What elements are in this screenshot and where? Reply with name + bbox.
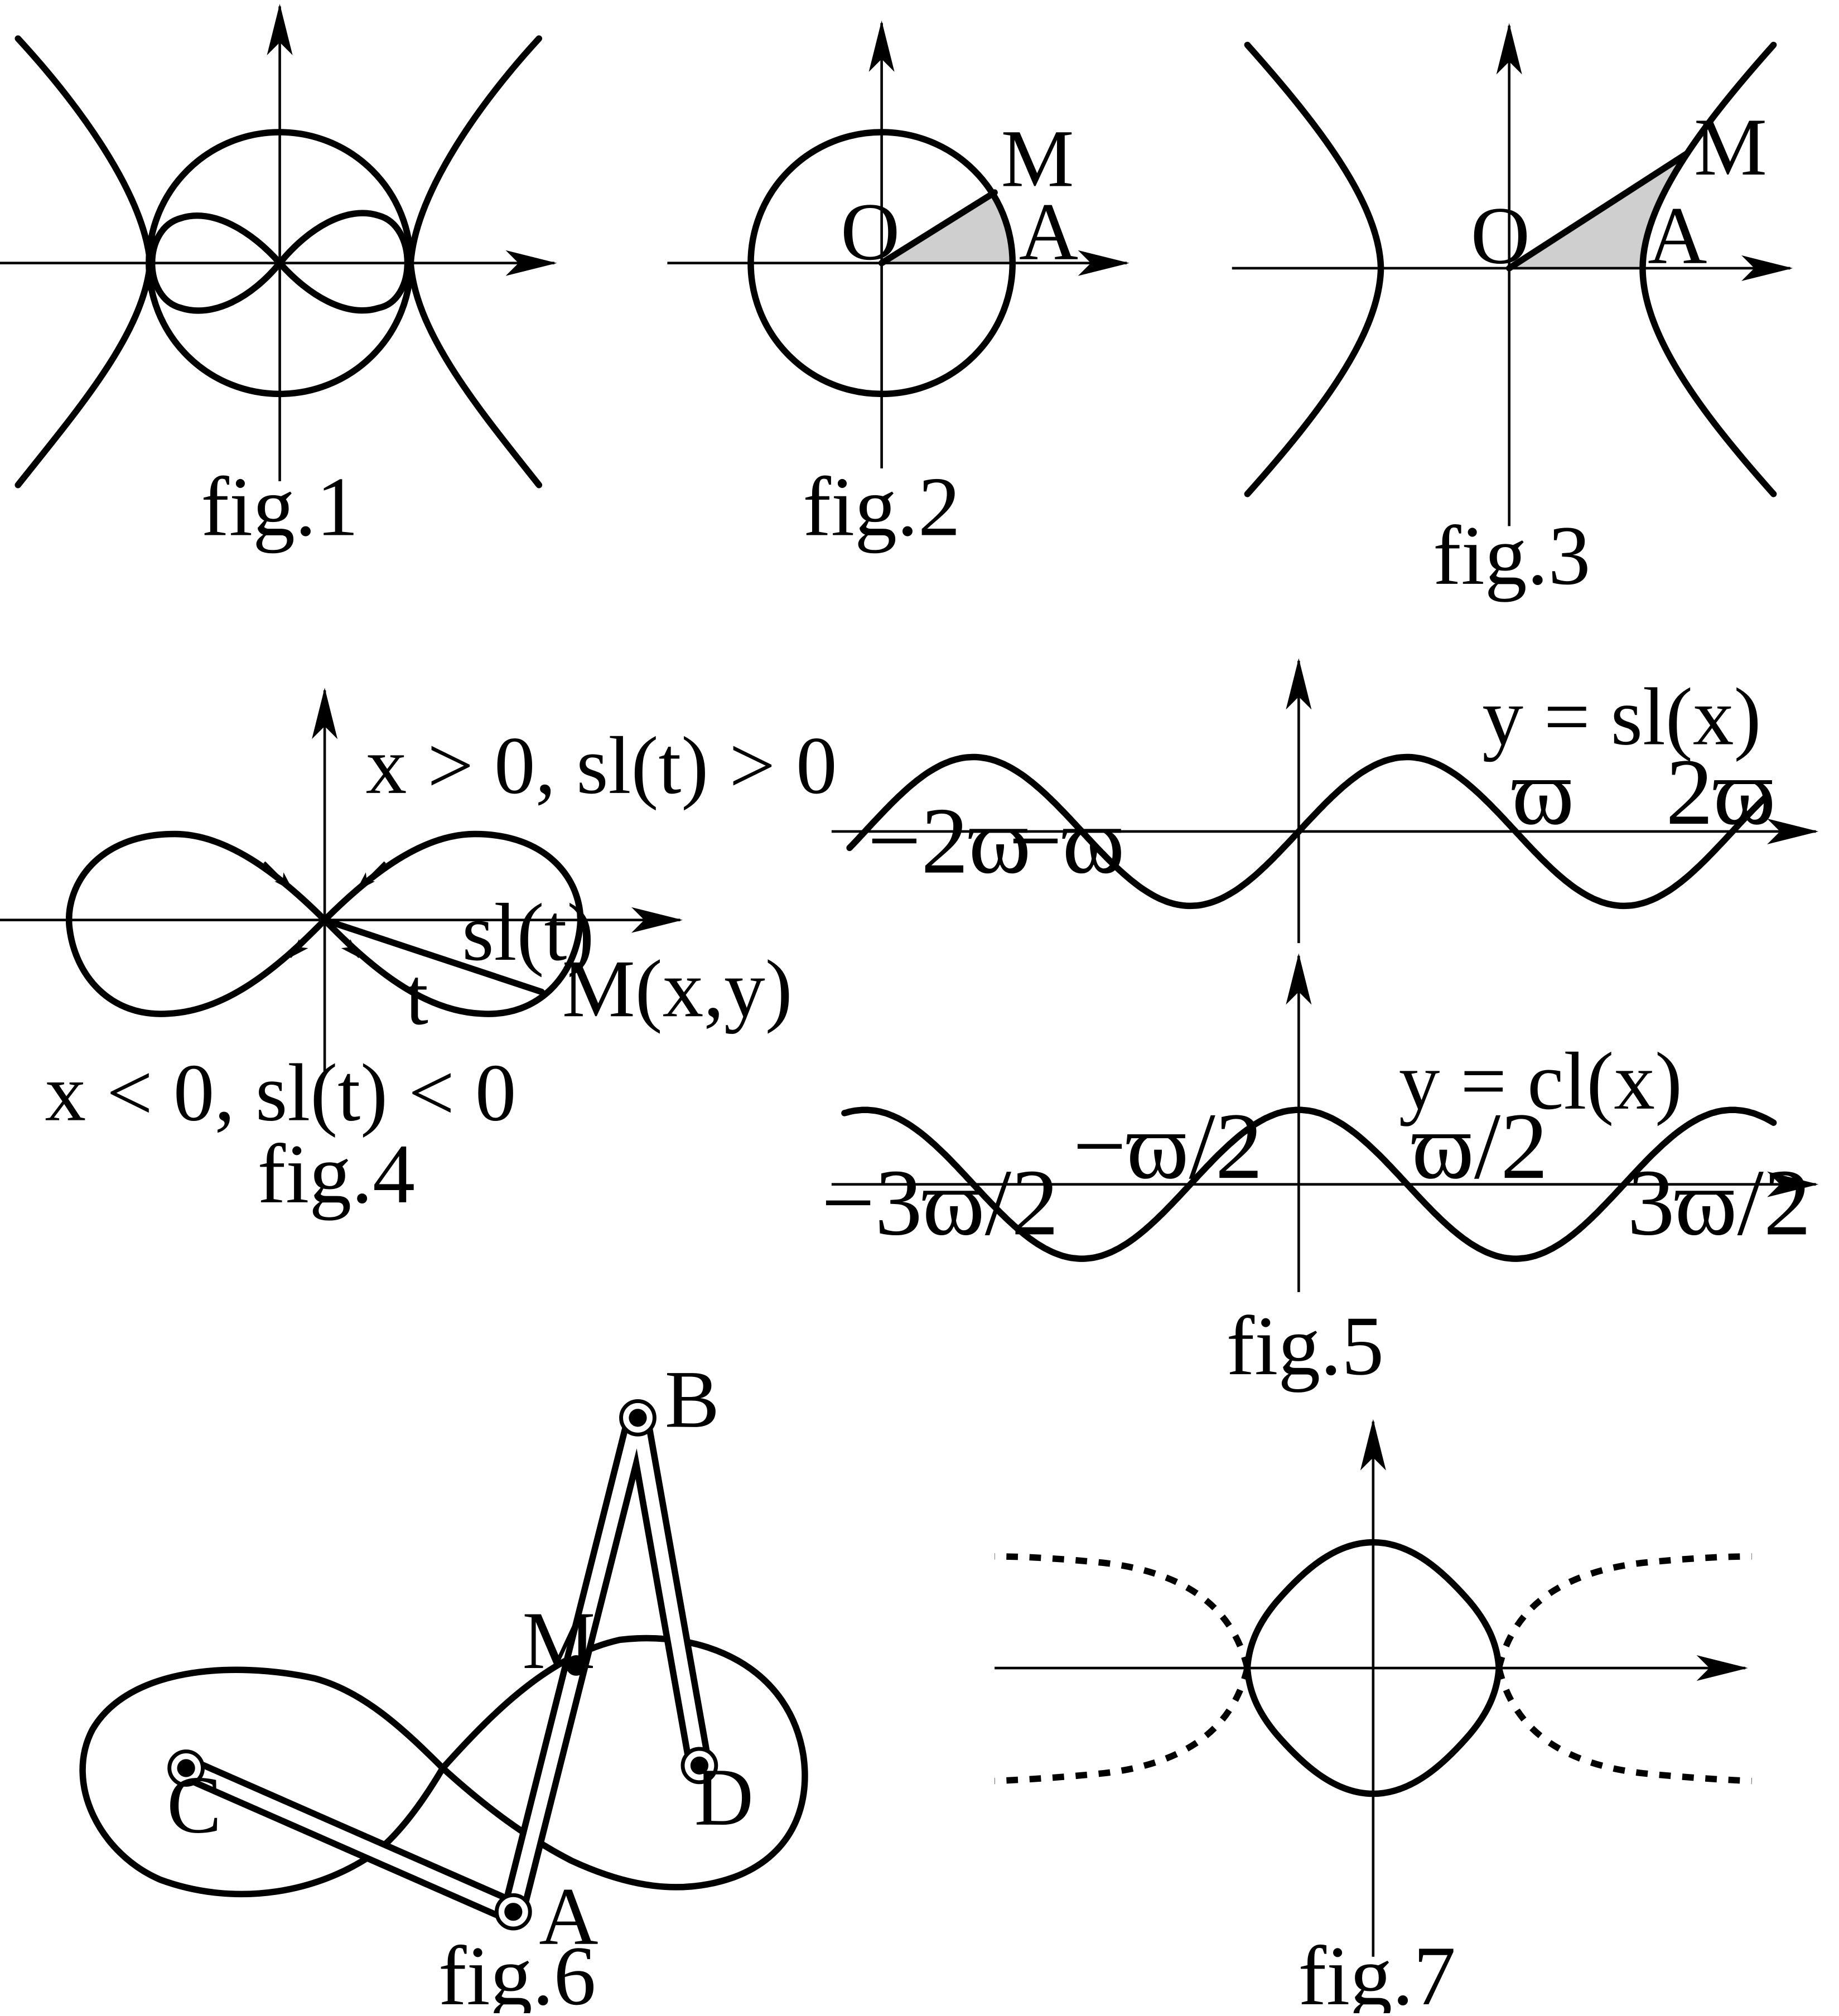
fig6-label-d: D	[694, 1752, 754, 1843]
fig5-cl-tick-minus-w2: −ϖ/2	[1073, 1093, 1263, 1198]
fig2-radius-om	[878, 189, 998, 267]
fig4-note-bottom: x < 0, sl(t) < 0	[45, 1047, 517, 1138]
fig6-caption: fig.6	[438, 1929, 596, 2013]
fig7-caption: fig.7	[1298, 1929, 1456, 2013]
fig4-caption: fig.4	[258, 1127, 416, 1221]
fig7-dashed-upper-right	[1495, 1553, 1752, 1669]
fig5-sl-formula: y = sl(x)	[1482, 671, 1761, 762]
fig5-top: y = sl(x) −2ϖ −ϖ ϖ 2ϖ	[831, 658, 1819, 944]
fig1-hyperbola-right	[407, 35, 543, 489]
fig6-joint-c	[167, 1749, 205, 1787]
fig3-segment-om	[1505, 151, 1690, 272]
fig5-cl-tick-3w2: 3ϖ/2	[1627, 1149, 1811, 1255]
fig6-point-m	[566, 1655, 587, 1676]
fig6-label-b: B	[665, 1354, 720, 1445]
fig7-dashed-lower-left	[994, 1667, 1251, 1785]
fig3: O M A fig.3	[1232, 23, 1793, 602]
fig3-hyperbola-right	[1639, 41, 1777, 497]
fig4-note-top: x > 0, sl(t) > 0	[366, 720, 837, 811]
fig6-curve	[79, 1635, 808, 1898]
fig6-label-a: A	[539, 1871, 598, 1962]
fig5-cl-curve	[841, 1106, 1777, 1262]
fig7-dashed-upper-left	[995, 1553, 1251, 1669]
fig7-dashed-lower-right	[1495, 1667, 1752, 1785]
fig5-cl-formula: y = cl(x)	[1399, 1036, 1682, 1127]
fig2-label-m: M	[1001, 113, 1074, 204]
fig1: fig.1	[0, 3, 557, 553]
fig7: fig.7	[994, 1419, 1752, 2016]
fig1-lemniscate	[149, 210, 411, 314]
fig2-caption: fig.2	[803, 460, 960, 553]
fig5-cl-tick-minus-3w2: −3ϖ/2	[821, 1149, 1059, 1255]
fig4-arrow-outgoing-left	[289, 924, 324, 959]
fig4-arrow-outgoing-right	[326, 924, 360, 959]
fig1-hyperbola-left	[15, 35, 153, 489]
fig5-bottom: y = cl(x) −3ϖ/2 −ϖ/2 ϖ/2 3ϖ/2 fig.5	[821, 953, 1819, 1393]
fig4-label-t: t	[406, 951, 428, 1042]
fig4: x > 0, sl(t) > 0 x < 0, sl(t) < 0 sl(t) …	[0, 688, 837, 1221]
fig6-label-c: C	[167, 1759, 221, 1850]
fig7-closed-curve	[1244, 1539, 1503, 1797]
fig4-chord-om	[321, 916, 545, 995]
fig2: O M A fig.2	[667, 20, 1130, 553]
fig2-circle	[747, 129, 1016, 398]
fig2-label-a: A	[1019, 186, 1078, 277]
fig5-sl-curve	[846, 753, 1769, 910]
fig4-arrow-incoming-right	[355, 861, 386, 892]
fig3-caption: fig.3	[1433, 509, 1591, 602]
fig6: C A B D M fig.6	[79, 1354, 808, 2016]
fig5-sl-tick-minus-w: −ϖ	[1008, 788, 1124, 893]
fig5-sl-tick-2w: 2ϖ	[1666, 739, 1775, 844]
fig4-label-slt: sl(t)	[462, 887, 594, 978]
fig3-label-m: M	[1694, 101, 1767, 192]
fig5-sl-tick-w: ϖ	[1512, 739, 1574, 844]
fig6-joint-b	[619, 1399, 657, 1437]
fig1-caption: fig.1	[201, 460, 359, 553]
fig4-label-m: M(x,y)	[562, 943, 793, 1034]
fig5-cl-tick-w2: ϖ/2	[1412, 1093, 1548, 1198]
fig6-joint-d	[680, 1747, 718, 1785]
fig6-joint-a	[494, 1893, 532, 1931]
fig6-label-m: M	[522, 1595, 595, 1686]
fig3-hyperbola-left	[1244, 41, 1384, 497]
fig5-caption: fig.5	[1227, 1299, 1384, 1393]
fig2-label-o: O	[841, 186, 900, 277]
fig5-sl-tick-minus-2w: −2ϖ	[867, 788, 1031, 893]
fig3-label-o: O	[1471, 190, 1530, 281]
fig4-arrow-incoming-left	[263, 861, 294, 892]
fig3-label-a: A	[1648, 190, 1707, 281]
